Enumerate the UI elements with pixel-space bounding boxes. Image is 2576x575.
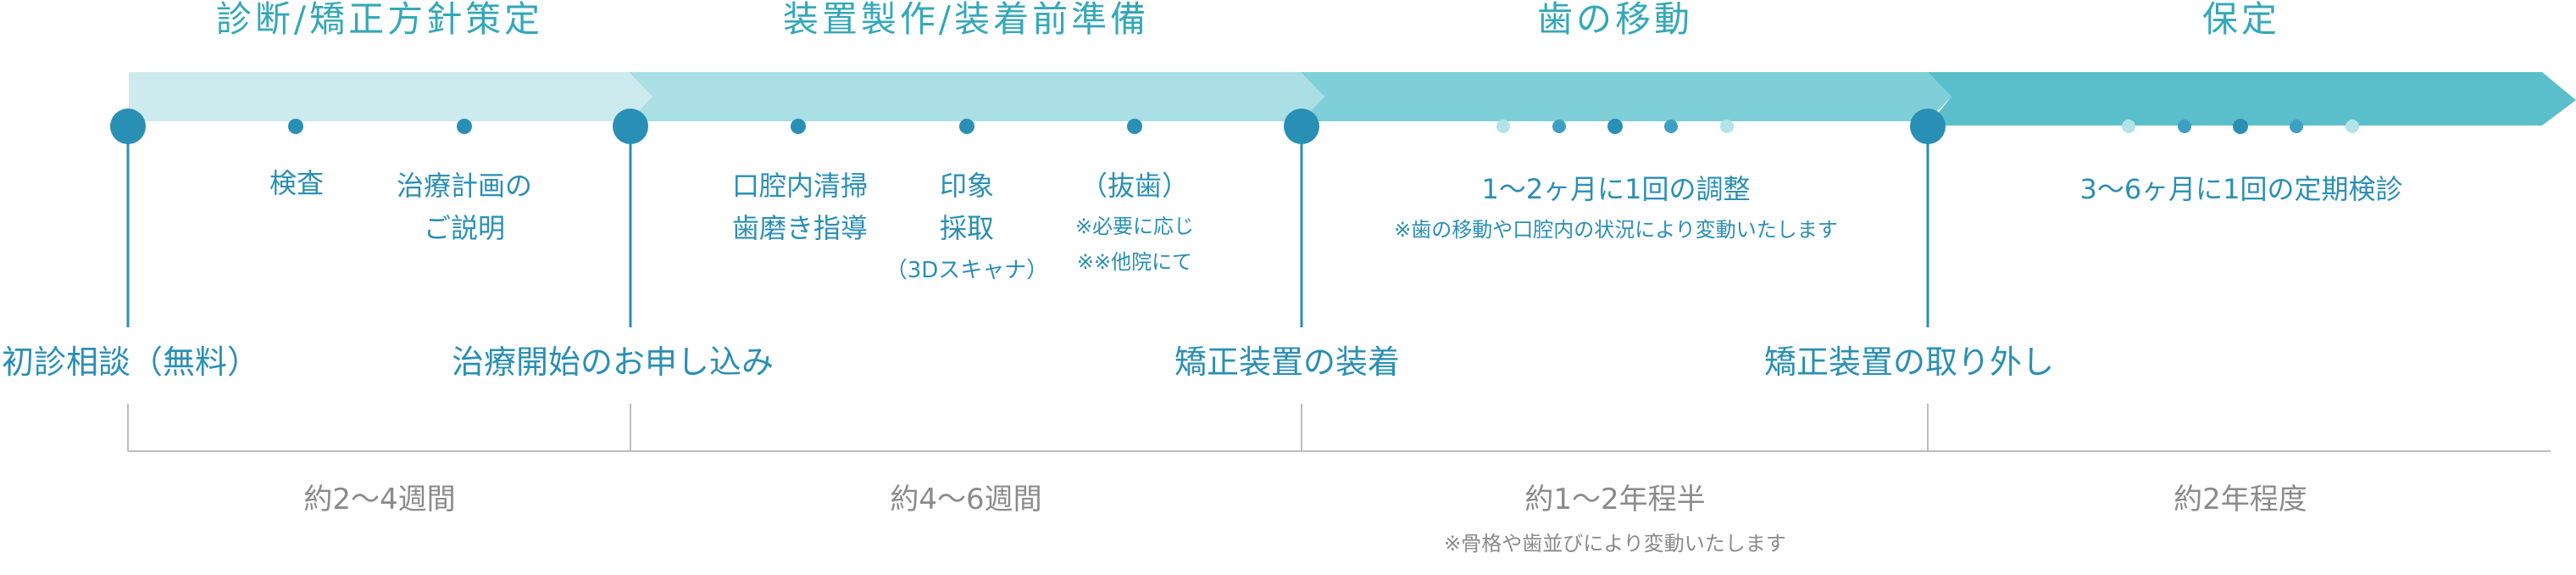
recurring-dot	[2122, 120, 2135, 133]
recurring-dot	[1552, 120, 1566, 133]
recurring-dot	[1720, 120, 1734, 133]
recurring-dot	[2290, 120, 2303, 133]
recurring-dot	[1664, 120, 1678, 133]
milestone-treatment-application: 治療開始のお申し込み	[452, 343, 774, 381]
milestone-dot-1	[110, 109, 146, 144]
step-note-other-clinic: ※※他院にて	[1076, 250, 1193, 274]
duration-preparation: 約4〜6週間	[890, 483, 1042, 516]
duration-tooth-movement-note: ※骨格や歯並びにより変動いたします	[1444, 532, 1786, 555]
phase-title-tooth-movement: 歯の移動	[1536, 0, 1694, 40]
recurring-dot	[2346, 120, 2359, 133]
step-note-if-needed: ※必要に応じ	[1074, 215, 1195, 238]
step-label-plan-line2: ご説明	[423, 212, 506, 244]
step-dot-exam	[288, 119, 303, 134]
step-label-brushing: 歯磨き指導	[731, 212, 869, 244]
phase-band-3	[1301, 72, 1951, 121]
recurring-dot	[1607, 119, 1623, 134]
milestone-appliance-removal: 矯正装置の取り外し	[1764, 343, 2055, 381]
phase-title-retention: 保定	[2201, 0, 2281, 40]
adjustment-frequency: 1〜2ヶ月に1回の調整	[1481, 173, 1751, 205]
phase-title-preparation: 装置製作/装着前準備	[782, 0, 1150, 40]
step-label-impression: 印象	[939, 170, 995, 202]
checkup-frequency: 3〜6ヶ月に1回の定期検診	[2079, 173, 2403, 205]
step-label-plan-line1: 治療計画の	[396, 170, 533, 202]
phase-band-4	[1928, 72, 2576, 126]
milestone-initial-consultation: 初診相談（無料）	[2, 343, 260, 381]
recurring-dot	[2233, 119, 2248, 134]
adjustment-note: ※歯の移動や口腔内の状況により変動いたします	[1394, 218, 1838, 242]
phase-band-1	[129, 72, 652, 121]
recurring-dot	[2178, 120, 2191, 133]
step-label-exam: 検査	[269, 167, 325, 199]
duration-retention: 約2年程度	[2174, 483, 2307, 516]
step-label-taking: 採取	[939, 212, 995, 244]
step-dot-extraction	[1127, 119, 1142, 134]
step-dot-cleaning	[791, 119, 806, 134]
step-dot-impression	[959, 119, 974, 134]
recurring-dot	[1496, 120, 1510, 133]
milestone-dot-4	[1910, 109, 1946, 144]
phase-band-2	[629, 72, 1324, 121]
milestone-dot-3	[1284, 109, 1319, 144]
duration-tooth-movement: 約1〜2年程半	[1524, 483, 1706, 516]
duration-diagnosis: 約2〜4週間	[303, 483, 456, 516]
phase-title-diagnosis: 診断/矯正方針策定	[215, 0, 544, 40]
step-label-cleaning: 口腔内清掃	[731, 170, 869, 202]
milestone-appliance-fitting: 矯正装置の装着	[1174, 343, 1401, 381]
step-note-3d-scanner: （3Dスキャナ）	[885, 258, 1049, 283]
step-dot-plan	[457, 119, 472, 134]
step-label-extraction: （抜歯）	[1080, 170, 1190, 202]
milestone-dot-2	[613, 109, 648, 144]
